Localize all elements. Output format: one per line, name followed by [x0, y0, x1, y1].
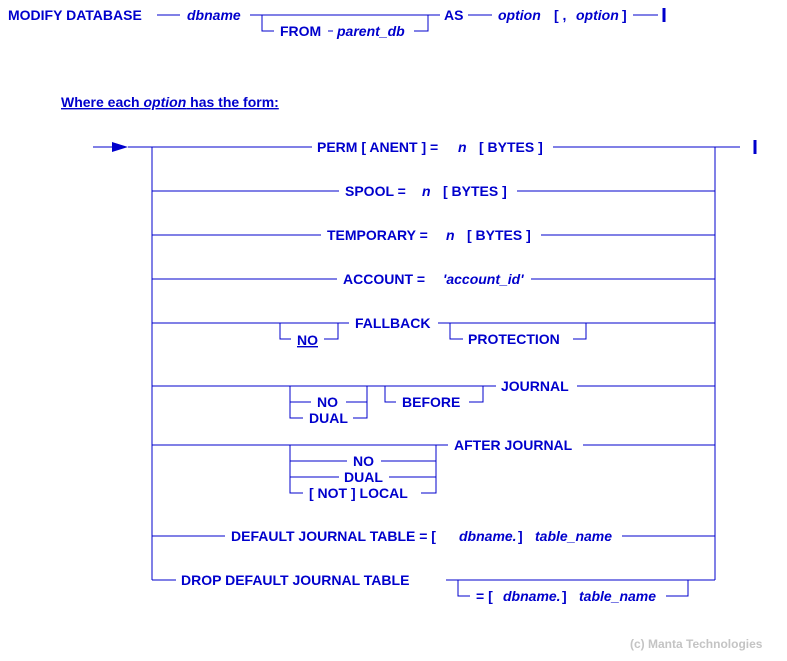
drop-table-name-variable: table_name	[579, 588, 656, 604]
drop-close-bracket: ]	[562, 588, 567, 604]
default-dbname-variable: dbname.	[459, 528, 517, 544]
option-diagram-frame	[93, 140, 757, 580]
temporary-keyword: TEMPORARY =	[327, 227, 428, 243]
list-open-bracket: [ ,	[554, 7, 566, 23]
perm-n-variable: n	[458, 139, 467, 155]
account-option: ACCOUNT = 'account_id'	[152, 271, 715, 287]
spool-keyword: SPOOL =	[345, 183, 406, 199]
protection-branch-right	[573, 323, 587, 340]
from-branch-right	[414, 15, 429, 32]
copyright-notice: (c) Manta Technologies	[630, 637, 763, 651]
default-close-bracket: ]	[518, 528, 523, 544]
perm-keyword: PERM [ ANENT ] =	[317, 139, 438, 155]
before-branch-left	[289, 386, 303, 419]
default-journal-table-option: DEFAULT JOURNAL TABLE = [ dbname. ] tabl…	[152, 528, 715, 544]
default-table-name-variable: table_name	[535, 528, 612, 544]
account-id-variable: 'account_id'	[443, 271, 524, 287]
drop-dbname-variable: dbname.	[503, 588, 561, 604]
where-option: option	[143, 94, 186, 110]
list-close-bracket: ]	[622, 7, 627, 23]
where-clause-heading: Where each option has the form:	[61, 94, 279, 110]
protection-keyword: PROTECTION	[468, 331, 560, 347]
protection-branch-left	[449, 323, 463, 340]
fallback-keyword: FALLBACK	[355, 315, 430, 331]
after-no-keyword: NO	[353, 453, 374, 469]
temporary-bytes-keyword: [ BYTES ]	[467, 227, 531, 243]
modify-database-keyword: MODIFY DATABASE	[8, 7, 142, 23]
spool-option: SPOOL = n [ BYTES ]	[152, 183, 715, 199]
perm-bytes-keyword: [ BYTES ]	[479, 139, 543, 155]
fallback-option: NO FALLBACK PROTECTION	[152, 315, 715, 348]
before-no-keyword: NO	[317, 394, 338, 410]
before-keyword: BEFORE	[402, 394, 460, 410]
where-suffix: has the form:	[190, 94, 279, 110]
before-keyword-branch-left	[384, 386, 396, 403]
fallback-no-keyword: NO	[297, 332, 318, 348]
drop-branch-left	[457, 580, 470, 597]
from-branch-left	[261, 15, 274, 32]
fallback-no-branch-right	[324, 323, 339, 340]
option-variable-repeat: option	[576, 7, 619, 23]
perm-option: PERM [ ANENT ] = n [ BYTES ]	[317, 139, 543, 155]
as-keyword: AS	[444, 7, 463, 23]
drop-default-keyword: DROP DEFAULT JOURNAL TABLE	[181, 572, 409, 588]
account-keyword: ACCOUNT =	[343, 271, 425, 287]
before-keyword-branch-right	[469, 386, 484, 403]
before-journal-option: NO DUAL BEFORE JOURNAL	[152, 378, 715, 426]
after-journal-option: NO DUAL [ NOT ] LOCAL AFTER JOURNAL	[152, 437, 715, 501]
dbname-variable: dbname	[187, 7, 241, 23]
parent-db-variable: parent_db	[336, 23, 405, 39]
default-journal-table-keyword: DEFAULT JOURNAL TABLE = [	[231, 528, 436, 544]
after-branch-right	[421, 445, 437, 494]
option-variable: option	[498, 7, 541, 23]
main-statement-diagram: MODIFY DATABASE dbname FROM parent_db AS…	[8, 7, 666, 39]
from-keyword: FROM	[280, 23, 321, 39]
after-local-keyword: [ NOT ] LOCAL	[309, 485, 408, 501]
temporary-n-variable: n	[446, 227, 455, 243]
entry-arrow-icon	[112, 142, 128, 152]
after-dual-keyword: DUAL	[344, 469, 383, 485]
drop-default-journal-table-option: DROP DEFAULT JOURNAL TABLE = [ dbname. ]…	[152, 572, 715, 604]
drop-branch-right	[666, 580, 689, 597]
drop-equals-keyword: = [	[476, 588, 493, 604]
journal-keyword: JOURNAL	[501, 378, 569, 394]
where-prefix: Where each	[61, 94, 140, 110]
temporary-option: TEMPORARY = n [ BYTES ]	[152, 227, 715, 243]
before-dual-keyword: DUAL	[309, 410, 348, 426]
spool-n-variable: n	[422, 183, 431, 199]
spool-bytes-keyword: [ BYTES ]	[443, 183, 507, 199]
before-branch-right	[353, 386, 368, 419]
after-branch-left	[289, 445, 303, 494]
after-journal-keyword: AFTER JOURNAL	[454, 437, 573, 453]
fallback-no-branch-left	[279, 323, 291, 340]
